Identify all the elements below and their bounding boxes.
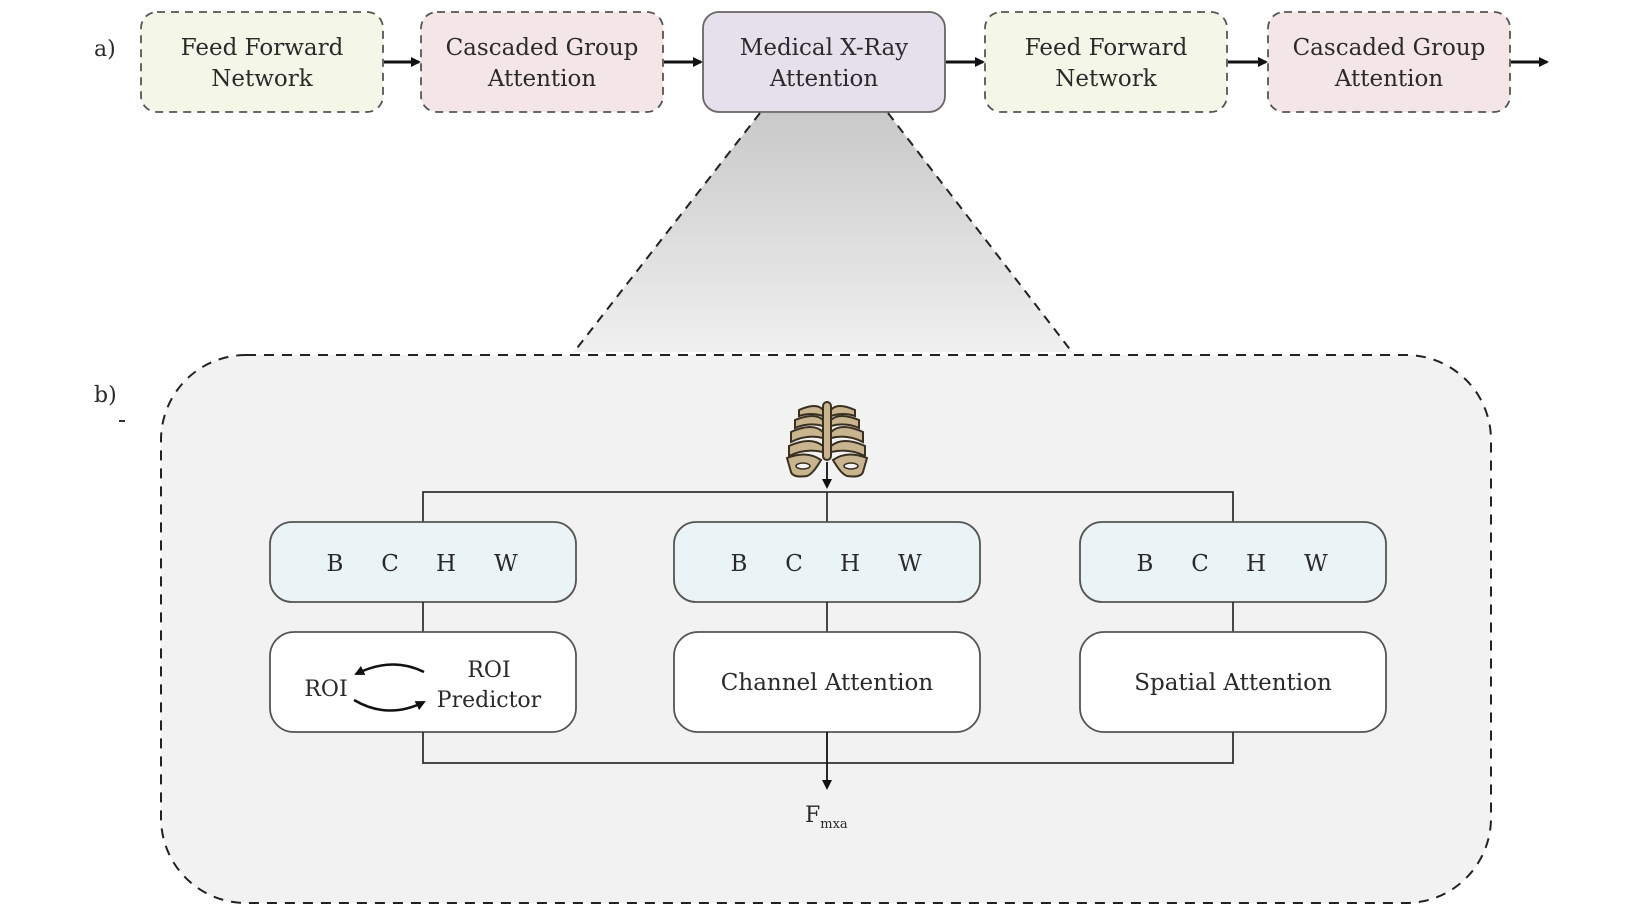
block-title-line2: Network <box>1055 66 1158 92</box>
block-box <box>140 11 384 113</box>
output-subscript: mxa <box>820 817 848 832</box>
block-title-line2: Attention <box>769 66 879 92</box>
roi-label: ROI <box>304 677 347 702</box>
block-box <box>702 11 946 113</box>
tensor-box <box>673 521 981 603</box>
part-a-label: a) <box>94 37 116 62</box>
roi-predictor-line1: ROI <box>467 658 510 683</box>
block-title-line1: Cascaded Group <box>446 35 639 61</box>
tensor-dim-h: H <box>436 551 456 577</box>
output-label: Fmxa <box>805 803 848 832</box>
branches: B C H W ROI ROI Predictor B C H W Channel Attention… <box>269 521 1387 733</box>
branch-channel: B C H W Channel Attention <box>673 521 981 733</box>
block-title-line1: Feed Forward <box>181 35 344 61</box>
block-title-line2: Network <box>211 66 314 92</box>
tensor-dim-c: C <box>381 551 399 577</box>
tensor-box <box>1079 521 1387 603</box>
tensor-dim-w: W <box>898 551 922 577</box>
tensor-dim-b: B <box>327 551 344 577</box>
block-title-line1: Feed Forward <box>1025 35 1188 61</box>
tensor-dim-h: H <box>1246 551 1266 577</box>
cycle-arrow-top-icon <box>354 663 425 676</box>
stray-mark <box>119 420 125 422</box>
block-box <box>1267 11 1511 113</box>
tensor-box <box>269 521 577 603</box>
block-title-line1: Cascaded Group <box>1293 35 1486 61</box>
branch-spatial: B C H W Spatial Attention <box>1079 521 1387 733</box>
cycle-arrow-bottom-icon <box>353 698 426 712</box>
zoom-projection <box>574 113 1072 352</box>
tensor-dim-b: B <box>731 551 748 577</box>
zoom-edge-left <box>573 112 761 353</box>
block-box <box>984 11 1228 113</box>
channel-attention-label: Channel Attention <box>721 670 934 696</box>
spatial-attention-label: Spatial Attention <box>1134 670 1332 696</box>
tensor-dim-w: W <box>1304 551 1328 577</box>
tensor-dim-c: C <box>1191 551 1209 577</box>
output-main: F <box>805 803 820 828</box>
zoom-edge-right <box>887 112 1073 353</box>
tensor-dim-h: H <box>840 551 860 577</box>
block-box <box>420 11 664 113</box>
branch-roi: B C H W ROI ROI Predictor <box>269 521 577 733</box>
block-title-line2: Attention <box>1334 66 1444 92</box>
ribcage-icon <box>785 401 869 478</box>
tensor-dim-c: C <box>785 551 803 577</box>
split-bus <box>422 491 1234 522</box>
tensor-dim-w: W <box>494 551 518 577</box>
merge-bus <box>422 732 1234 764</box>
roi-predictor-line2: Predictor <box>437 688 542 713</box>
part-b-label: b) <box>94 383 117 408</box>
tensor-dim-b: B <box>1137 551 1154 577</box>
block-title-line1: Medical X-Ray <box>740 35 908 61</box>
block-title-line2: Attention <box>487 66 597 92</box>
